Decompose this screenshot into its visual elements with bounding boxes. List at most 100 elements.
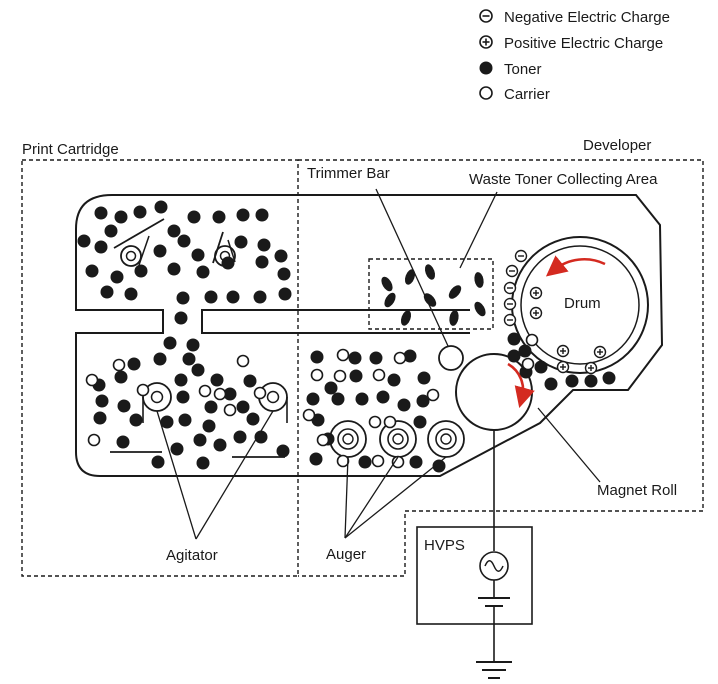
toner-particle bbox=[276, 444, 290, 458]
toner-particle bbox=[257, 238, 271, 252]
carrier-particle bbox=[368, 415, 382, 429]
carrier-particle bbox=[310, 368, 324, 382]
toner-particle bbox=[274, 249, 288, 263]
magnet-roll-label: Magnet Roll bbox=[597, 482, 678, 499]
toner-particle bbox=[507, 332, 521, 346]
carrier-particle bbox=[223, 403, 237, 417]
carrier-particle bbox=[236, 354, 250, 368]
toner-particle bbox=[167, 224, 181, 238]
carrier-particle bbox=[525, 333, 539, 347]
toner-particle bbox=[348, 351, 362, 365]
toner-particle bbox=[544, 377, 558, 391]
toner-particle bbox=[355, 392, 369, 406]
toner-particle bbox=[255, 208, 269, 222]
toner-particle bbox=[133, 205, 147, 219]
toner-particle bbox=[94, 206, 108, 220]
toner-particle bbox=[278, 287, 292, 301]
toner-particle bbox=[233, 430, 247, 444]
toner-particle bbox=[196, 456, 210, 470]
toner-particle bbox=[369, 351, 383, 365]
toner-particle bbox=[100, 285, 114, 299]
waste-toner-blob bbox=[381, 276, 393, 292]
carrier-particle bbox=[333, 369, 347, 383]
carrier-particle bbox=[316, 433, 330, 447]
auger-3 bbox=[427, 420, 465, 458]
toner-particle bbox=[236, 400, 250, 414]
toner-particle bbox=[176, 291, 190, 305]
toner-particle bbox=[182, 352, 196, 366]
legend-item-positive: Positive Electric Charge bbox=[478, 34, 663, 53]
toner-particle bbox=[310, 350, 324, 364]
carrier-particle bbox=[87, 433, 101, 447]
toner-particle bbox=[151, 455, 165, 469]
trimmer-bar bbox=[438, 345, 464, 371]
housing-shelf bbox=[201, 309, 470, 334]
carrier-particle bbox=[136, 383, 150, 397]
toner-particle bbox=[409, 455, 423, 469]
toner-particle bbox=[243, 374, 257, 388]
carrier-particle bbox=[302, 408, 316, 422]
toner-particle bbox=[416, 394, 430, 408]
toner-particle bbox=[170, 442, 184, 456]
waste-toner-blob bbox=[404, 269, 416, 285]
toner-particle bbox=[124, 287, 138, 301]
auger-leader-3 bbox=[344, 456, 447, 539]
carrier-icon bbox=[479, 86, 493, 100]
toner-particle bbox=[176, 390, 190, 404]
legend-item-carrier: Carrier bbox=[478, 85, 550, 104]
toner-particle bbox=[507, 349, 521, 363]
toner-particle bbox=[387, 373, 401, 387]
trimmer-bar-label: Trimmer Bar bbox=[307, 165, 390, 182]
magnet-roll-rotation-arrow-icon bbox=[507, 362, 535, 409]
carrier-particle bbox=[393, 351, 407, 365]
toner-particle bbox=[85, 264, 99, 278]
toner-particle bbox=[432, 459, 446, 473]
waste-toner-blob bbox=[474, 272, 484, 288]
waste-toner-leader bbox=[459, 191, 498, 269]
carrier-particle bbox=[371, 454, 385, 468]
carrier-particle bbox=[213, 387, 227, 401]
auger-1 bbox=[329, 420, 367, 458]
trimmer-bar-leader bbox=[375, 188, 449, 347]
toner-particle bbox=[191, 248, 205, 262]
toner-particle bbox=[226, 290, 240, 304]
agitator-leader-left bbox=[156, 410, 197, 540]
legend-label: Negative Electric Charge bbox=[504, 9, 670, 26]
toner-particle bbox=[110, 270, 124, 284]
auger-2 bbox=[379, 420, 417, 458]
toner-particle bbox=[174, 311, 188, 325]
waste-toner-blob bbox=[400, 310, 412, 326]
legend-label: Carrier bbox=[504, 86, 550, 103]
print-cartridge-label: Print Cartridge bbox=[22, 141, 119, 158]
toner-particle bbox=[221, 256, 235, 270]
waste-toner-blob bbox=[448, 285, 462, 299]
toner-particle bbox=[331, 392, 345, 406]
toner-particle bbox=[186, 338, 200, 352]
toner-icon bbox=[479, 61, 493, 75]
waste-toner-blob bbox=[384, 292, 396, 308]
toner-particle bbox=[95, 394, 109, 408]
carrier-particle bbox=[85, 373, 99, 387]
auger-label: Auger bbox=[326, 546, 367, 563]
toner-particle bbox=[134, 264, 148, 278]
toner-particle bbox=[153, 244, 167, 258]
toner-particle bbox=[236, 208, 250, 222]
waste-toner-boundary bbox=[368, 258, 494, 330]
drum-inner bbox=[520, 245, 640, 365]
developer-label: Developer bbox=[583, 137, 652, 154]
toner-particle bbox=[196, 265, 210, 279]
toner-particle bbox=[153, 352, 167, 366]
toner-particle bbox=[254, 430, 268, 444]
carrier-particle bbox=[198, 384, 212, 398]
toner-particle bbox=[167, 262, 181, 276]
toner-particle bbox=[202, 419, 216, 433]
toner-particle bbox=[204, 290, 218, 304]
auger-leader-2 bbox=[344, 456, 399, 539]
toner-particle bbox=[187, 210, 201, 224]
toner-particle bbox=[212, 210, 226, 224]
toner-particle bbox=[309, 452, 323, 466]
toner-particle bbox=[565, 374, 579, 388]
carrier-particle bbox=[112, 358, 126, 372]
toner-particle bbox=[376, 390, 390, 404]
